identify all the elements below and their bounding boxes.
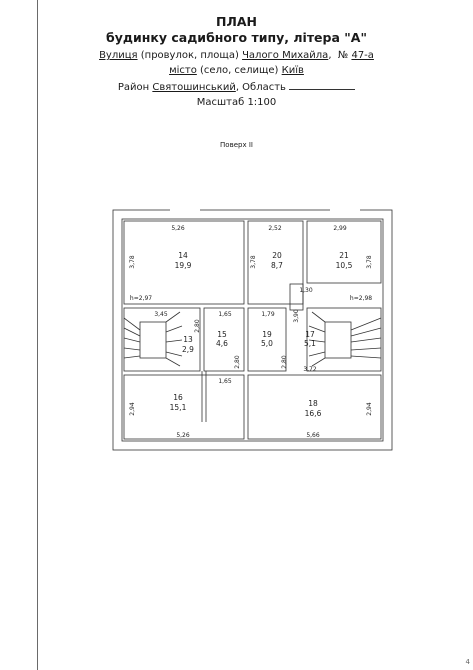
dim-566: 5,66: [306, 432, 320, 439]
number-value: 47-а: [351, 50, 374, 61]
street-line: Вулиця (провулок, площа) Чалого Михайла,…: [99, 50, 374, 61]
room-13-area: 2,9: [182, 345, 194, 354]
room-17-outline: [306, 307, 382, 372]
dim-280-b: 2,80: [234, 355, 241, 369]
binding-margin-line: [37, 0, 38, 670]
dim-179: 1,79: [261, 311, 275, 318]
dim-294-left: 2,94: [129, 402, 136, 416]
city-line: місто (село, селище) Київ: [0, 65, 473, 76]
right-staircase: [308, 311, 382, 367]
dim-280-c: 2,80: [281, 355, 288, 369]
room-18-area: 16,6: [305, 409, 322, 418]
outer-wall-outer: [112, 209, 393, 451]
room-15-area: 4,6: [216, 339, 228, 348]
district-line: Район Святошинський, Область: [0, 80, 473, 93]
room-16-area: 15,1: [170, 403, 187, 412]
room-15-outline: [203, 307, 245, 372]
city-value: Київ: [281, 65, 304, 76]
dim-165-bottom: 1,65: [218, 378, 232, 385]
room-19-area: 5,0: [261, 339, 273, 348]
room-13-number: 13: [183, 335, 193, 344]
room-14-number: 14: [178, 251, 188, 260]
room-14-outline: [123, 220, 245, 305]
plan-subtitle: будинку садибного типу, літера "А": [106, 30, 367, 45]
dim-526-top: 5,26: [171, 225, 185, 232]
room-16-number: 16: [173, 393, 183, 402]
left-staircase: [123, 311, 183, 367]
city-label: місто: [169, 65, 197, 76]
city-type: (село, селище): [200, 65, 279, 76]
room-14-area: 19,9: [175, 261, 192, 270]
room-18-number: 18: [308, 399, 318, 408]
region-label: Область: [242, 82, 286, 93]
dim-165-top: 1,65: [218, 311, 232, 318]
room-17-area: 5,1: [304, 339, 316, 348]
corner-mark: 4: [465, 658, 470, 666]
dim-280-a: 2,80: [194, 319, 201, 333]
dim-252: 2,52: [268, 225, 282, 232]
room-16-outline: [123, 374, 245, 440]
room-13-outline: [123, 307, 201, 372]
dim-378-left: 3,78: [129, 255, 136, 269]
scale-line: Масштаб 1:100: [196, 97, 277, 108]
room-20-area: 8,7: [271, 261, 283, 270]
street-type: (провулок, площа): [140, 50, 239, 61]
h-298: h=2,98: [350, 295, 372, 302]
dim-294-right: 2,94: [366, 402, 373, 416]
district-label: Район: [117, 82, 150, 93]
room-20-number: 20: [272, 251, 282, 260]
dim-378-mid: 3,78: [250, 255, 257, 269]
dim-526-bottom: 5,26: [176, 432, 190, 439]
dim-378-right: 3,78: [366, 255, 373, 269]
number-label: №: [337, 50, 349, 61]
outer-wall-inner: [121, 218, 384, 442]
hall-outline: [289, 283, 304, 311]
room-21-area: 10,5: [336, 261, 353, 270]
room-19-number: 19: [262, 330, 272, 339]
dim-345: 3,45: [154, 311, 168, 318]
floor-label: Поверх ІІ: [220, 141, 253, 149]
street-label: Вулиця: [99, 50, 138, 61]
plan-title: ПЛАН: [216, 14, 257, 29]
dim-299: 2,99: [333, 225, 347, 232]
room-21-number: 21: [339, 251, 349, 260]
room-20-outline: [247, 220, 304, 305]
h-297: h=2,97: [130, 295, 152, 302]
dim-130: 1,30: [299, 287, 313, 294]
district-value: Святошинський: [152, 82, 236, 93]
room-21-outline: [306, 220, 382, 284]
room-15-number: 15: [217, 330, 227, 339]
dim-390: 3,90: [293, 309, 300, 323]
region-blank: [289, 80, 356, 90]
dim-372: 3,72: [303, 366, 317, 373]
room-19-outline: [247, 307, 287, 372]
room-17-number: 17: [305, 330, 315, 339]
room-18-outline: [247, 374, 382, 440]
street-value: Чалого Михайла: [242, 50, 329, 61]
